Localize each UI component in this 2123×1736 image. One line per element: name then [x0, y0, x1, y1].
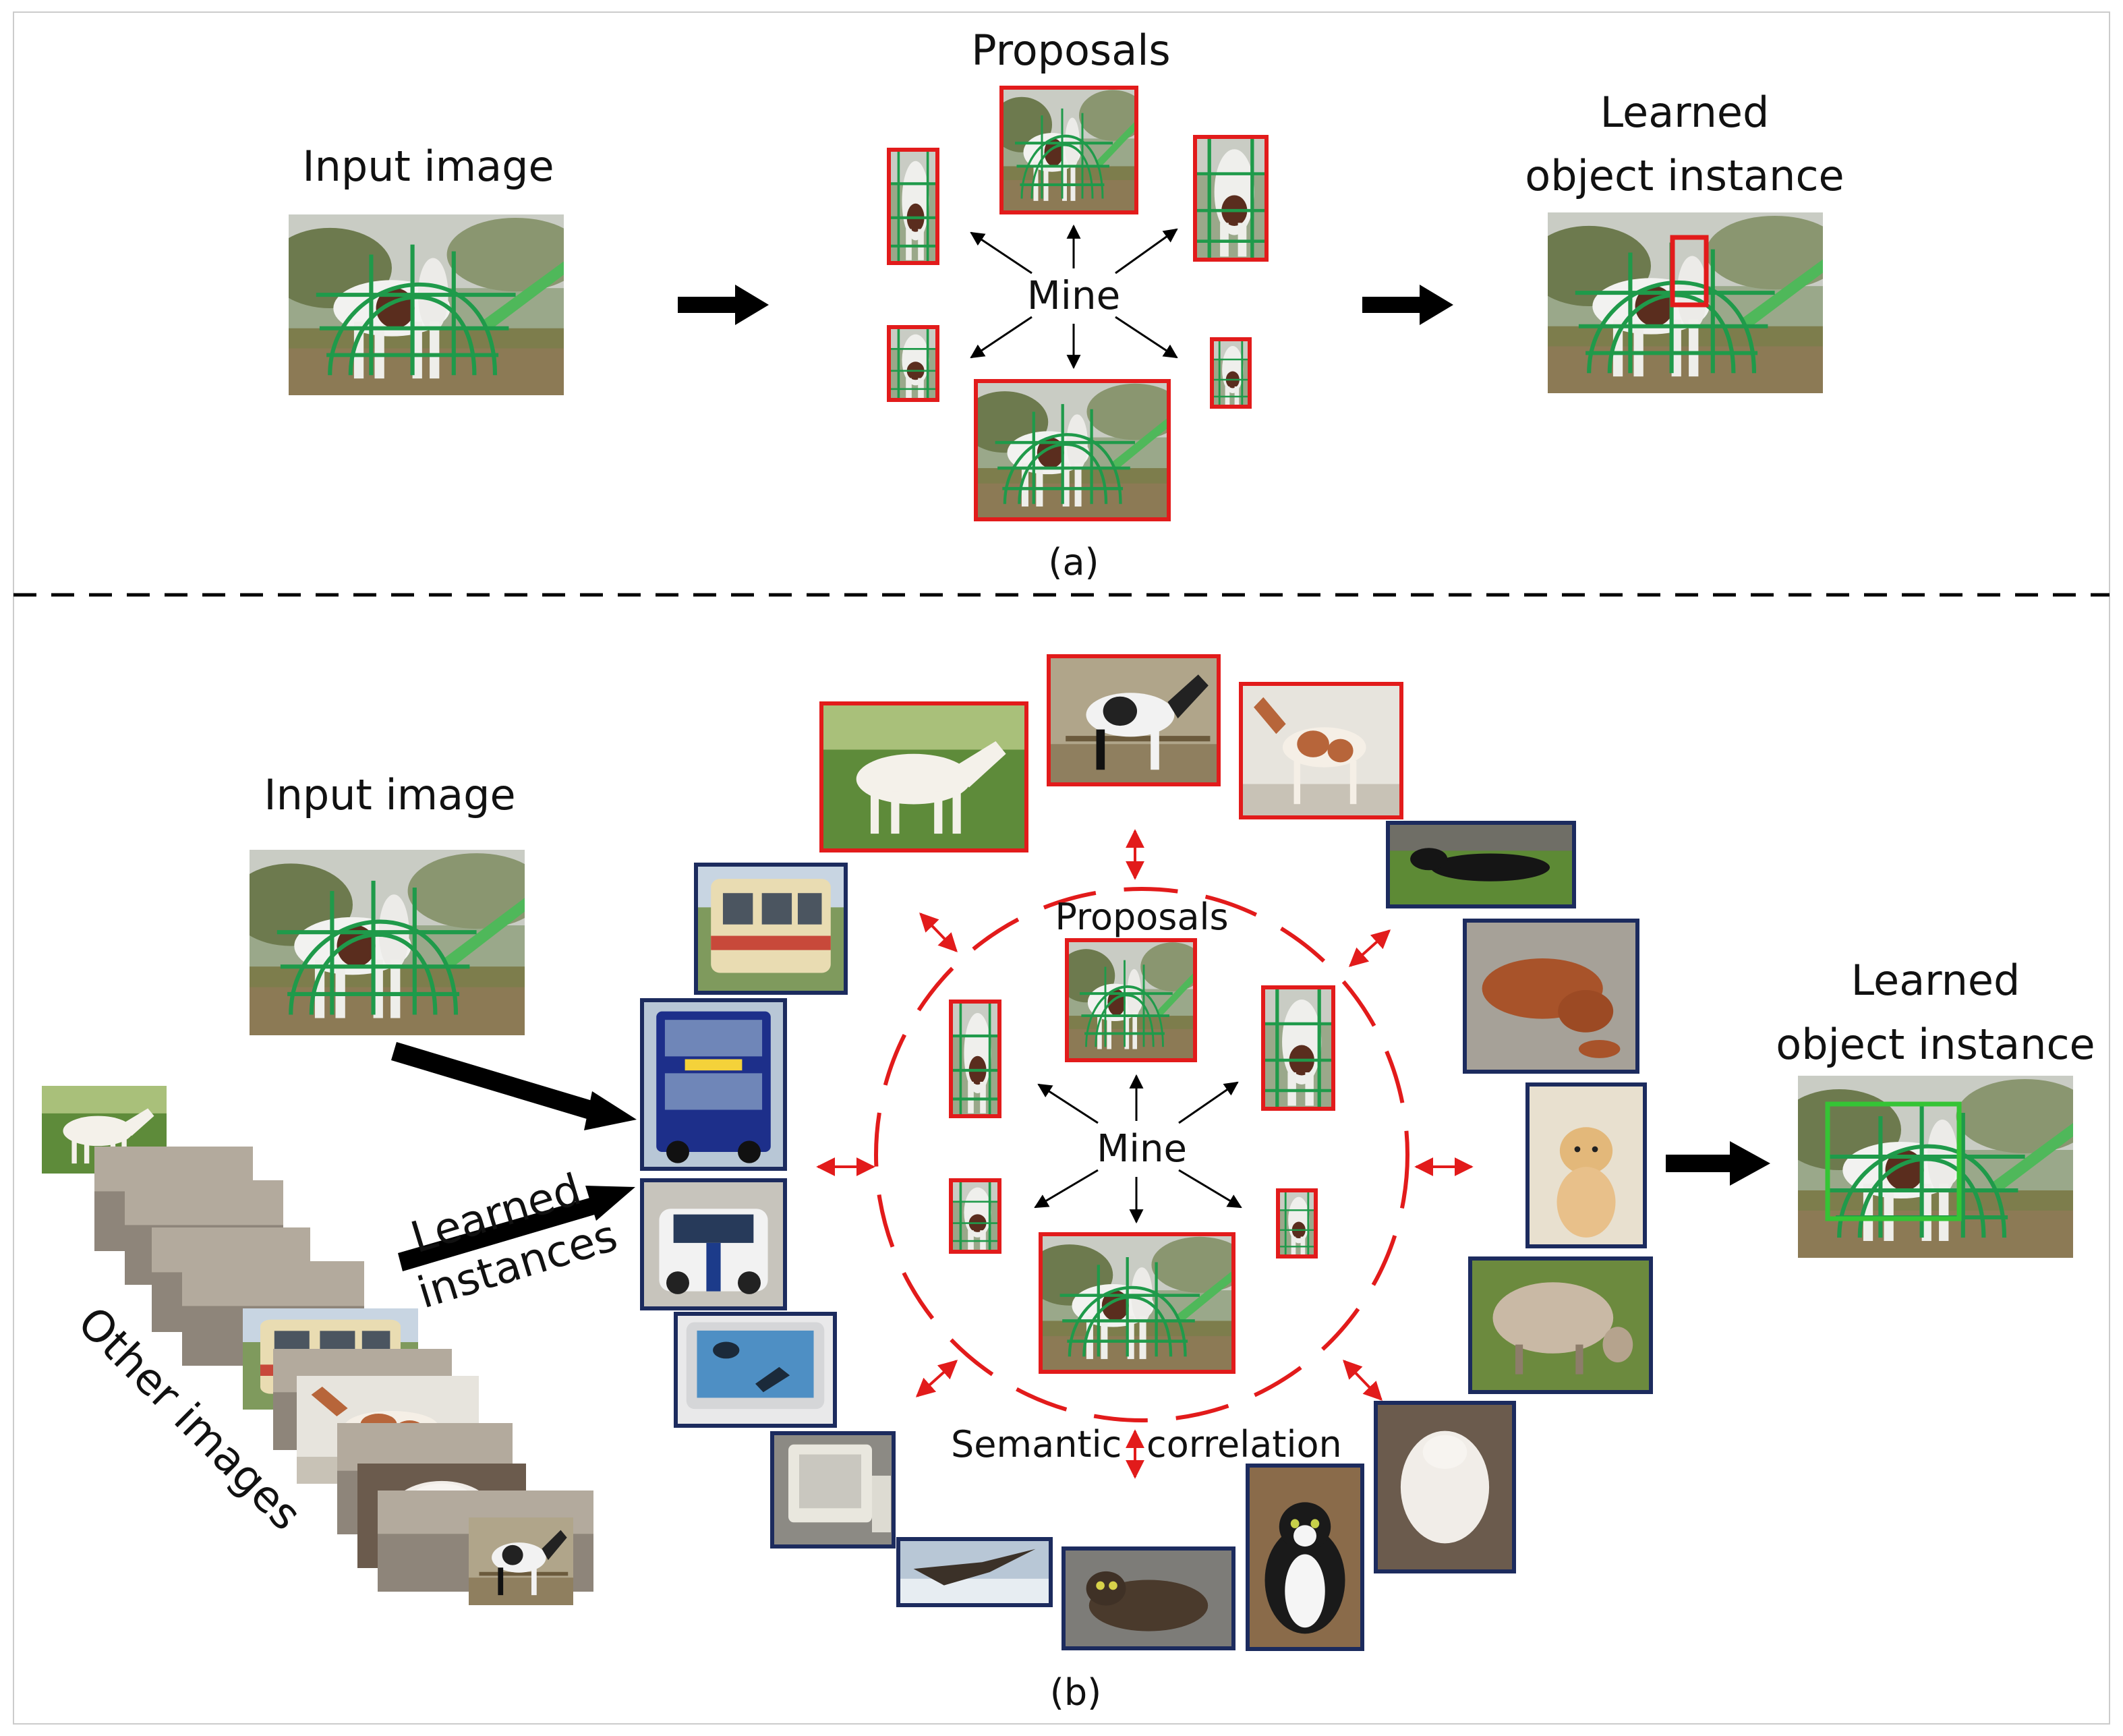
brown-dog-thumbnail	[1465, 921, 1637, 1072]
semantic-label: Semantic	[951, 1423, 1122, 1466]
panel-a-learned-box	[1670, 235, 1709, 308]
proposal-crop	[1067, 940, 1195, 1060]
thick-right-arrow-icon	[1362, 285, 1453, 325]
other-thumbnails	[640, 821, 1653, 1651]
horse-thumbnail	[1241, 684, 1401, 817]
thick-right-arrow-icon	[391, 1042, 599, 1121]
train-thumbnail	[696, 865, 846, 993]
proposal-crop	[951, 1180, 999, 1252]
panel-a-proposals	[887, 86, 1269, 521]
proposal-crop	[889, 150, 937, 263]
panel-a-learned-label-2: object instance	[1525, 151, 1844, 200]
correlation-label: correlation	[1146, 1423, 1342, 1466]
panel-b-learned-label-2: object instance	[1776, 1020, 2095, 1069]
bw-cat-thumbnail	[1248, 1466, 1362, 1649]
car-thumbnail	[642, 1180, 785, 1308]
stack-image	[469, 1517, 573, 1605]
proposal-crop	[1195, 137, 1267, 260]
tabby-cat-thumbnail	[1064, 1549, 1233, 1648]
proposal-crop	[1026, 1234, 1248, 1372]
panel-a-input-label: Input image	[302, 142, 554, 191]
panel-b-mine-arrows	[1034, 1074, 1242, 1224]
horse-thumbnails	[819, 654, 1403, 852]
panel-b-proposals	[949, 938, 1335, 1374]
horse-thumbnail	[1049, 656, 1219, 784]
semantic-correlation-circle	[874, 887, 1409, 1422]
horse-thumbnail	[821, 703, 1026, 850]
panel-a: Input image Proposals Mine	[268, 26, 1844, 583]
bus-thumbnail	[642, 1000, 785, 1169]
monitor-thumbnail	[676, 1314, 835, 1426]
black-dog-thumbnail	[1388, 823, 1574, 906]
proposal-crop	[1263, 987, 1333, 1109]
thick-right-arrow-icon	[1666, 1141, 1770, 1186]
panel-b-input-label: Input image	[264, 770, 515, 819]
thick-right-arrow-icon	[678, 285, 769, 325]
thick-right-arrow-icon	[584, 1091, 637, 1130]
panel-a-proposals-label: Proposals	[971, 26, 1170, 75]
panel-a-caption: (a)	[1048, 541, 1099, 583]
bird-thumbnail	[898, 1539, 1051, 1605]
panel-a-mine-label: Mine	[1027, 272, 1121, 318]
panel-b: Input image Other images Learned instanc…	[42, 654, 2095, 1714]
white-cat-thumbnail	[1376, 1403, 1514, 1571]
puppy-thumbnail	[1528, 1084, 1645, 1246]
crt-thumbnail	[772, 1433, 894, 1546]
panel-b-caption: (b)	[1050, 1671, 1101, 1714]
panel-b-learned-box	[1825, 1101, 1962, 1221]
double-headed-arrow-icon	[816, 829, 1474, 1479]
proposal-crop	[889, 327, 937, 400]
panel-a-learned-label-1: Learned	[1600, 88, 1770, 137]
proposal-crop	[1212, 339, 1250, 407]
proposal-crop	[951, 1002, 999, 1116]
panel-b-learned-label-1: Learned	[1851, 956, 2020, 1005]
proposal-crop	[991, 88, 1146, 212]
panel-b-mine-label: Mine	[1097, 1127, 1187, 1171]
figure-frame	[13, 11, 2110, 1725]
thick-right-arrow-icon	[398, 1197, 597, 1271]
panel-b-input-image	[229, 850, 545, 1035]
panel-a-input-image	[268, 214, 584, 395]
panel-b-proposals-label: Proposals	[1055, 896, 1228, 938]
proposal-crop	[962, 381, 1184, 519]
thick-right-arrow-icon	[585, 1186, 635, 1221]
panel-a-mine-arrows	[970, 224, 1178, 370]
proposal-crop	[1278, 1190, 1316, 1256]
sheep-thumbnail	[1470, 1258, 1651, 1392]
